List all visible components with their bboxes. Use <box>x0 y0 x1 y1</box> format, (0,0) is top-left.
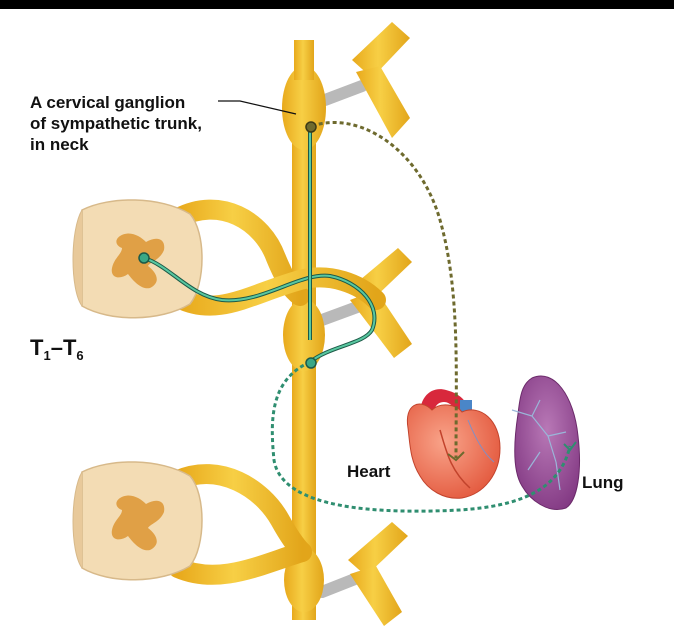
lower-spinal-nerve <box>168 464 312 585</box>
heart-illustration <box>406 389 501 499</box>
segment-end-letter: T <box>62 335 77 360</box>
lower-spinal-nerve-branch <box>348 522 408 626</box>
ganglion-label-line1: A cervical ganglion <box>30 93 186 112</box>
cell-body-spinal <box>138 252 150 264</box>
top-border-bar <box>0 0 674 9</box>
synapse-cervical-ganglion <box>305 121 317 133</box>
postganglionic-fiber-lung <box>270 360 572 513</box>
gray-rami <box>316 80 368 598</box>
cervical-ganglion-label: A cervical ganglion of sympathetic trunk… <box>30 92 240 155</box>
upper-spinal-nerve <box>168 199 386 316</box>
cervical-spinal-nerve <box>352 22 410 138</box>
ganglion-leader-line <box>218 100 297 115</box>
preganglionic-fiber <box>143 130 377 364</box>
upper-spinal-cord-segment <box>72 199 203 319</box>
ganglion-label-line2: of sympathetic trunk, <box>30 114 202 133</box>
postganglionic-fiber-heart <box>311 120 458 459</box>
thoracic-ganglion <box>283 299 325 371</box>
spinal-segment-label: T1–T6 <box>30 335 84 363</box>
segment-start-subscript: 1 <box>43 348 51 363</box>
lung-nerve-ending <box>563 441 577 452</box>
heart-nerve-ending <box>447 451 465 462</box>
lower-spinal-cord-segment <box>72 461 203 581</box>
segment-dash: – <box>50 335 63 360</box>
segment-start-letter: T <box>30 335 44 360</box>
lower-gray-matter <box>111 495 165 551</box>
heart-label: Heart <box>347 462 391 481</box>
ganglion-label-line3: in neck <box>30 135 89 154</box>
segment-end-subscript: 6 <box>76 348 84 363</box>
lung-label: Lung <box>582 473 624 492</box>
upper-gray-matter <box>111 233 165 289</box>
lung-illustration <box>511 375 580 510</box>
synapse-thoracic-ganglion <box>305 357 317 369</box>
